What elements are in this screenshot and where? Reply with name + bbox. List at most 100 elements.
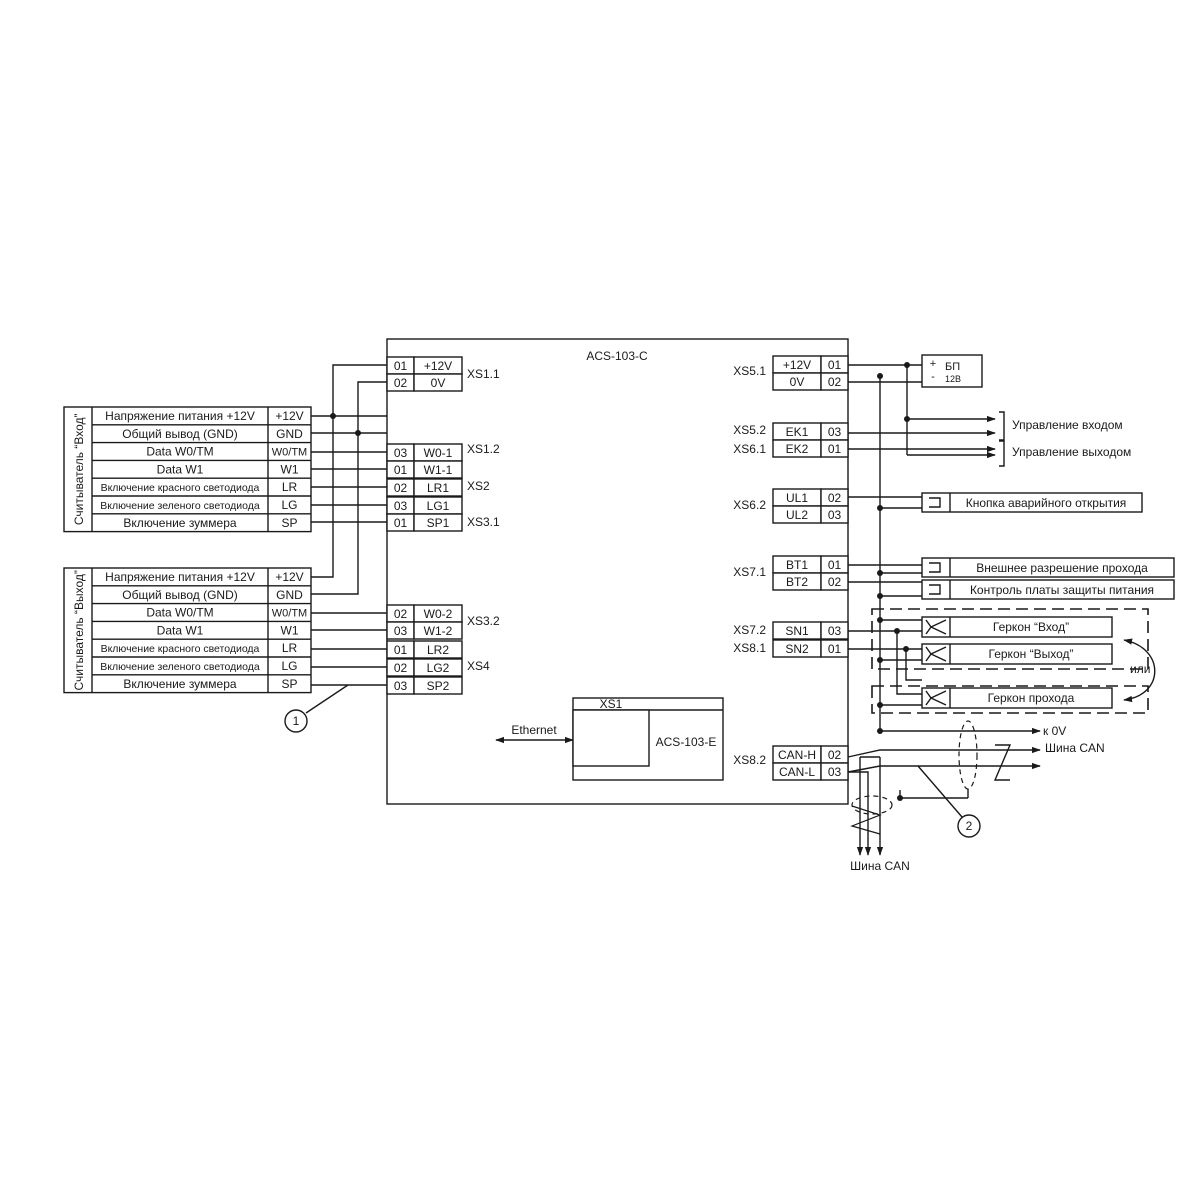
module-name: ACS-103-E	[656, 735, 717, 749]
terminal-number: 02	[828, 748, 842, 762]
device-box-3: Контроль платы защиты питания	[921, 579, 1175, 600]
reader-row-pin: W1	[281, 462, 299, 476]
connector-xs2: XS2	[467, 479, 490, 493]
terminal-signal: W1-1	[424, 463, 453, 477]
terminal-signal: UL2	[786, 508, 808, 522]
reader-row-label: Напряжение питания +12V	[105, 409, 255, 423]
terminal-signal: EK1	[786, 425, 809, 439]
connector-xs3-2: XS3.2	[467, 614, 500, 628]
terminal-number: 03	[394, 446, 408, 460]
terminal-signal: LG2	[427, 661, 450, 675]
power-name: БП	[945, 361, 960, 373]
or-label: или	[1130, 662, 1150, 676]
terminal-signal: 0V	[431, 376, 446, 390]
reader-row-pin: W0/TM	[272, 447, 307, 459]
reader-row-pin: GND	[276, 427, 303, 441]
reader-row-label: Data W1	[157, 462, 204, 476]
reader-row-label: Data W0/TM	[146, 445, 213, 459]
reader-title: Считыватель “Вход”	[72, 413, 86, 525]
ethernet-label: Ethernet	[511, 723, 557, 737]
reader-row-pin: SP	[281, 516, 297, 530]
reader-row-label: Включение зеленого светодиода	[100, 500, 260, 512]
left-terminal: 02 0V	[386, 373, 463, 392]
terminal-number: 03	[828, 508, 842, 522]
reader-row-label: Общий вывод (GND)	[122, 588, 237, 602]
callout-1	[284, 709, 308, 733]
reed-switch-1: Геркон “Вход”	[921, 616, 1113, 638]
reed-group-b	[871, 685, 1149, 714]
reader-row-pin: W0/TM	[272, 608, 307, 620]
readers: Считыватель “Вход” Напряжение питания +12…	[63, 406, 312, 694]
power-supply	[921, 354, 983, 388]
reed-group-a	[871, 608, 1149, 670]
terminal-number: 02	[394, 481, 408, 495]
terminal-number: 03	[828, 425, 842, 439]
terminal-signal: +12V	[783, 358, 811, 372]
entry-control-label: Управление входом	[1012, 418, 1123, 432]
reader-row-pin: +12V	[275, 409, 303, 423]
reader-row-label: Data W0/TM	[146, 606, 213, 620]
terminal-number: 02	[828, 491, 842, 505]
terminal-signal: W0-1	[424, 446, 453, 460]
terminal-number: 02	[828, 575, 842, 589]
callout-2	[957, 814, 981, 838]
terminal-signal: LR2	[427, 643, 449, 657]
reader-title: Считыватель “Выход”	[72, 570, 86, 690]
reed-switch-label: Геркон “Вход”	[993, 620, 1069, 634]
terminal-number: 02	[394, 376, 408, 390]
right-connector-labels: XS5.1 XS5.2 XS6.1 XS6.2 XS7.1 XS7.2 XS8.…	[733, 364, 766, 767]
reader-block-2: Считыватель “Выход”Напряжение питания +1…	[63, 567, 312, 694]
terminal-signal: BT1	[786, 558, 808, 572]
reader-row-pin: LR	[282, 480, 298, 494]
terminal-signal: +12V	[424, 359, 452, 373]
connector-xs5-1: XS5.1	[733, 364, 766, 378]
power-minus: -	[931, 371, 935, 383]
terminal-signal: W0-2	[424, 607, 453, 621]
terminal-signal: SN1	[785, 624, 809, 638]
reader-row-pin: LG	[281, 498, 297, 512]
reed-switch-label: Геркон “Выход”	[989, 647, 1074, 661]
module-connector-box	[572, 709, 650, 767]
terminal-number: 02	[828, 375, 842, 389]
right-terminal: UL2 03	[772, 505, 849, 524]
terminal-signal: W1-2	[424, 624, 453, 638]
terminal-signal: UL1	[786, 491, 808, 505]
terminal-number: 01	[828, 442, 842, 456]
terminal-signal: LR1	[427, 481, 449, 495]
connector-xs1-2: XS1.2	[467, 442, 500, 456]
connector-xs8-1: XS8.1	[733, 641, 766, 655]
reader-row-pin: SP	[281, 677, 297, 691]
connector-xs7-1: XS7.1	[733, 565, 766, 579]
connector-xs3-1: XS3.1	[467, 515, 500, 529]
connector-xs1-1: XS1.1	[467, 367, 500, 381]
device-box-2: Внешнее разрешение прохода	[921, 557, 1175, 578]
connector-xs4: XS4	[467, 659, 490, 673]
connector-xs6-1: XS6.1	[733, 442, 766, 456]
connector-xs7-2: XS7.2	[733, 623, 766, 637]
right-terminal: UL1 02	[772, 488, 849, 507]
terminal-number: 01	[394, 463, 408, 477]
can-bus-bottom: Шина CAN	[850, 859, 910, 873]
reed-switch-2: Геркон “Выход”	[921, 643, 1113, 665]
left-terminal: 01 W1-1	[386, 460, 463, 479]
power-voltage: 12В	[945, 374, 961, 384]
callout-1-label: 1	[293, 714, 300, 728]
callout-2-label: 2	[966, 819, 973, 833]
reader-row-label: Включение зеленого светодиода	[100, 661, 260, 673]
terminal-number: 01	[394, 359, 408, 373]
